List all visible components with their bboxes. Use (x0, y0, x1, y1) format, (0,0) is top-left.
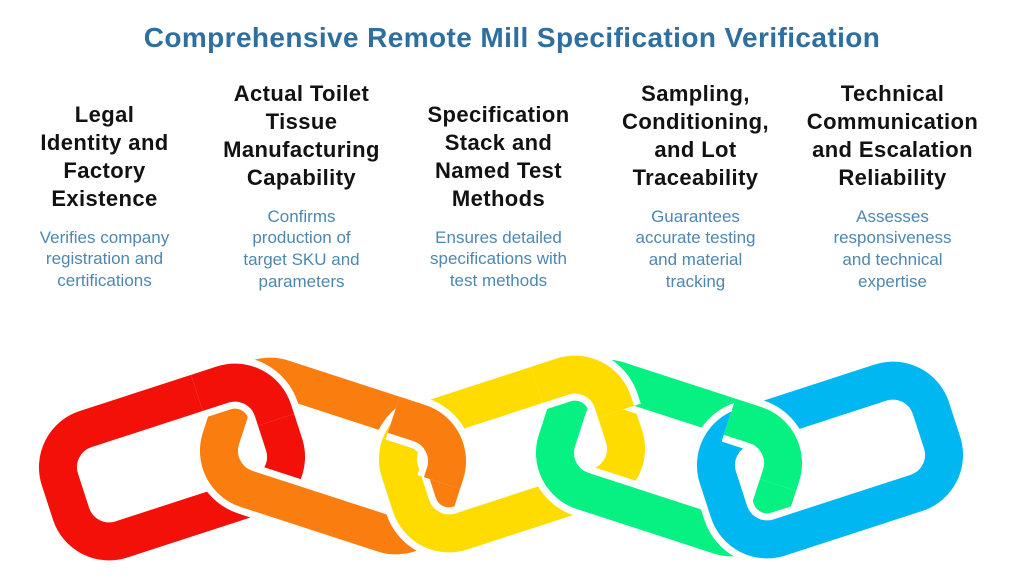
step-heading: Sampling, Conditioning, and Lot Traceabi… (622, 81, 769, 191)
step-heading: Legal Identity and Factory Existence (40, 102, 169, 212)
chain-link-red (31, 356, 313, 568)
step-heading: Specification Stack and Named Test Metho… (427, 102, 570, 212)
chain-link-blue (689, 354, 971, 566)
step-description: Assesses responsiveness and technical ex… (833, 206, 952, 291)
page-title: Comprehensive Remote Mill Specification … (143, 22, 881, 53)
chain-link-yellow (371, 348, 653, 560)
step-legal-identity: Legal Identity and Factory Existence Ver… (6, 80, 203, 293)
step-manufacturing-capability: Actual Toilet Tissue Manufacturing Capab… (203, 80, 400, 293)
step-description: Ensures detailed specifications with tes… (429, 227, 567, 291)
step-heading: Actual Toilet Tissue Manufacturing Capab… (223, 81, 380, 191)
chain-link-orange (192, 350, 474, 562)
chain-illustration (31, 348, 971, 568)
step-description: Guarantees accurate testing and material… (635, 206, 756, 291)
step-heading: Technical Communication and Escalation R… (806, 81, 979, 191)
step-specification-stack: Specification Stack and Named Test Metho… (400, 80, 597, 293)
verification-steps: Legal Identity and Factory Existence Ver… (0, 54, 1024, 293)
step-sampling-traceability: Sampling, Conditioning, and Lot Traceabi… (597, 80, 794, 293)
step-description: Verifies company registration and certif… (39, 227, 170, 291)
chain-link-green (528, 352, 810, 564)
step-description: Confirms production of target SKU and pa… (243, 206, 360, 291)
step-technical-communication: Technical Communication and Escalation R… (794, 80, 991, 293)
